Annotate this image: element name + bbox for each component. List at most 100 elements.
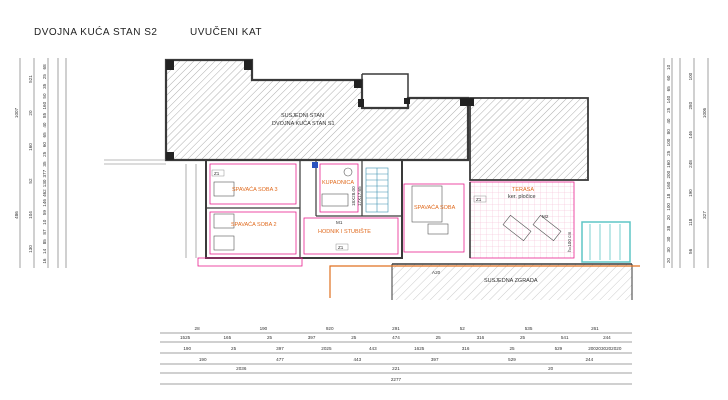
vertical-dimension-label: 462 [42,189,47,197]
dimension-label: 20 [548,366,554,371]
neighbor-unit-label-1: SUSJEDNI STAN [281,113,324,119]
dimension-label: 244 [585,357,593,362]
vertical-dimension-label: 59 [42,210,47,216]
neighbor-terrace-area [468,97,589,181]
vertical-dimension-label: 87 [42,229,47,235]
dimension-label: 2002030202020 [588,346,622,351]
dimension-label: 477 [276,357,284,362]
neighbor-building-label: SUSJEDNA ZGRADA [484,278,538,284]
dimension-label: 316 [462,346,470,351]
vertical-dimension-label: 248 [688,160,693,168]
vertical-dimension-label: 10 [666,64,671,70]
dimension-label: 2036 [236,366,247,371]
vertical-dimension-label: 25 [666,107,671,113]
right-dimension-lines [663,58,709,268]
neighbor-unit-label-2: DVOJNA KUĆA STAN S1 [272,120,335,127]
dimension-label: 25 [436,335,442,340]
dimension-label: 2277 [391,377,402,382]
dimension-label: 397 [276,346,284,351]
vertical-dimension-label: 25 [666,150,671,156]
dimension-label: 52 [460,326,466,331]
dimension-label: 443 [369,346,377,351]
vertical-dimension-label: 521 [28,75,33,83]
vertical-dimension-label: 280 [688,101,693,109]
vertical-dimension-label: 1006 [702,107,707,118]
dimension-label: 397 [431,357,439,362]
bathroom-fixtures [312,162,353,207]
left-dimension-lines [19,58,67,268]
terrace-area [469,181,631,263]
vertical-dimension-label: 146 [42,199,47,207]
bedroom-furniture [213,181,449,251]
vertical-dimension-label: 50 [42,93,47,99]
room-outlines [197,163,465,267]
dimension-label: 535 [525,326,533,331]
dimension-label: 474 [392,335,400,340]
title-unit: STAN S2 [113,27,158,38]
dimension-label: 28 [195,326,201,331]
dimension-label: 541 [561,335,569,340]
neighbor-building-area [391,263,633,300]
vertical-dimension-label: 200 [666,170,671,178]
room-label-bedroom-3: SPAVAĆA SOBA 3 [232,186,278,193]
dimension-label: 25 [509,346,515,351]
vertical-dimension-label: 1007 [14,107,19,118]
unit-s2-walls [205,159,403,259]
dimension-label: 25 [351,335,357,340]
vertical-dimension-label: 25 [42,151,47,157]
vertical-dimension-labels: 1007486521201605210413068253550160854065… [14,64,707,264]
dimension-label: 2025 [321,346,332,351]
vertical-dimension-label: 14 [42,248,47,254]
vertical-dimension-label: 486 [14,211,19,219]
tag-a20: A20 [432,270,441,275]
ground-line [329,265,640,298]
vertical-dimension-label: 100 [666,138,671,146]
bottom-dimensions [160,332,632,385]
dimension-label: 165 [223,335,231,340]
vertical-dimension-label: 40 [42,122,47,128]
vertical-dimension-label: 68 [42,64,47,70]
vertical-dimension-label: 56 [688,248,693,254]
vertical-dimension-label: 104 [28,211,33,219]
dimension-label: 1525 [180,335,191,340]
dimension-label: 25 [231,346,237,351]
dimension-label: 261 [591,326,599,331]
vertical-dimension-label: 25 [42,74,47,80]
dimension-label: 221 [392,366,400,371]
vertical-dimension-label: 20 [666,215,671,221]
entry-porch [104,159,197,258]
vertical-dimension-label: 100 [688,72,693,80]
vertical-dimension-label: 40 [666,118,671,124]
tag-z1-a: Z1 [214,171,220,176]
dimension-label: 25 [520,335,526,340]
vertical-dimension-label: 160 [28,143,33,151]
tag-z1-c: Z1 [338,245,344,250]
vertical-dimension-label: 160 [42,101,47,109]
vertical-dimension-label: 35 [42,161,47,167]
neighbor-unit-area [164,58,470,162]
dimension-label: 529 [555,346,563,351]
vertical-dimension-label: 85 [42,112,47,118]
vertical-dimension-label: 65 [666,86,671,92]
vertical-dimension-label: 160 [666,181,671,189]
vertical-dimension-label: 10 [42,219,47,225]
vertical-dimension-label: 118 [688,218,693,226]
vertical-dimension-label: 190 [688,189,693,197]
vertical-dimension-label: 35 [42,83,47,89]
title-building-type: DVOJNA KUĆA [34,27,111,38]
vertical-dimension-label: 327 [702,211,707,219]
vertical-dimension-label: 65 [42,132,47,138]
room-label-bathroom: KUPAONICA [322,180,354,186]
dimension-label: 316 [477,335,485,340]
dimension-label: 529 [508,357,516,362]
tag-z1-b: Z1 [476,197,482,202]
vertical-dimension-label: 160 [666,160,671,168]
terrace-note: ker. pločice [508,194,536,200]
vertical-dimension-label: 18 [666,193,671,199]
vertical-dimension-label: 377 [42,169,47,177]
vertical-dimension-label: 20 [28,110,33,116]
dimension-label: 244 [603,335,611,340]
